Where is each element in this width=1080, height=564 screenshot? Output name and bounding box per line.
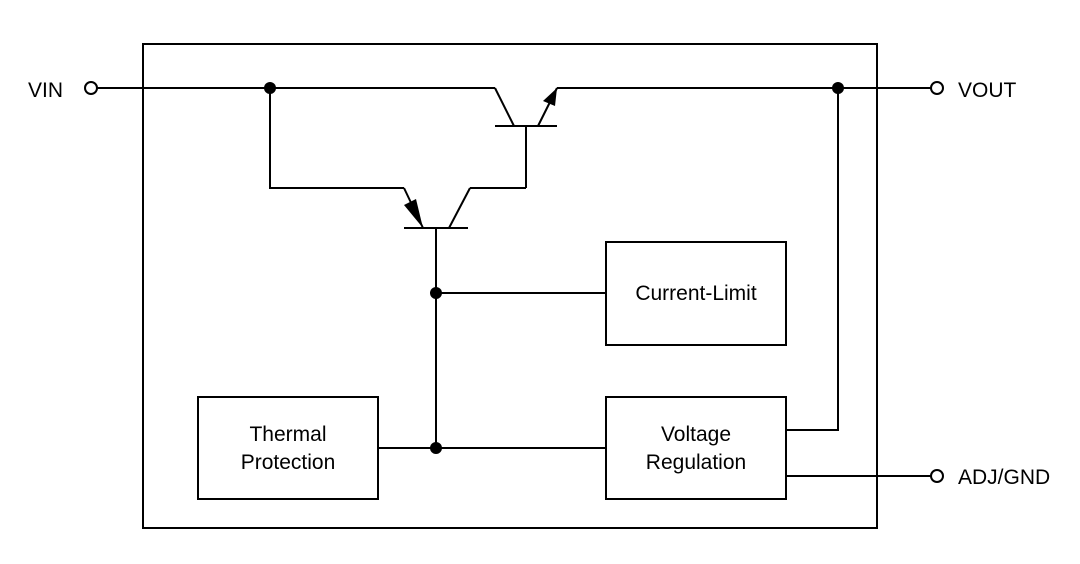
adj-label: ADJ/GND bbox=[958, 466, 1050, 489]
voltage-regulation-block bbox=[605, 396, 787, 500]
adj-terminal bbox=[930, 469, 944, 483]
feedback-wire bbox=[786, 88, 839, 431]
driver-emitter-wire bbox=[269, 88, 404, 189]
current-limit-block bbox=[605, 241, 787, 346]
thermal-protection-block bbox=[197, 396, 379, 500]
output-transistor bbox=[494, 87, 558, 188]
chip-boundary bbox=[142, 43, 878, 529]
vin-terminal bbox=[84, 81, 98, 95]
vout-label: VOUT bbox=[958, 79, 1017, 102]
thermal-label-line1: Thermal bbox=[249, 423, 326, 446]
current-limit-label: Current-Limit bbox=[635, 282, 757, 305]
vin-label: VIN bbox=[28, 79, 63, 102]
voltage-label-line2: Regulation bbox=[646, 451, 746, 474]
vout-terminal bbox=[930, 81, 944, 95]
driver-transistor bbox=[403, 187, 526, 229]
thermal-label-line2: Protection bbox=[241, 451, 336, 474]
voltage-label-line1: Voltage bbox=[661, 423, 731, 446]
